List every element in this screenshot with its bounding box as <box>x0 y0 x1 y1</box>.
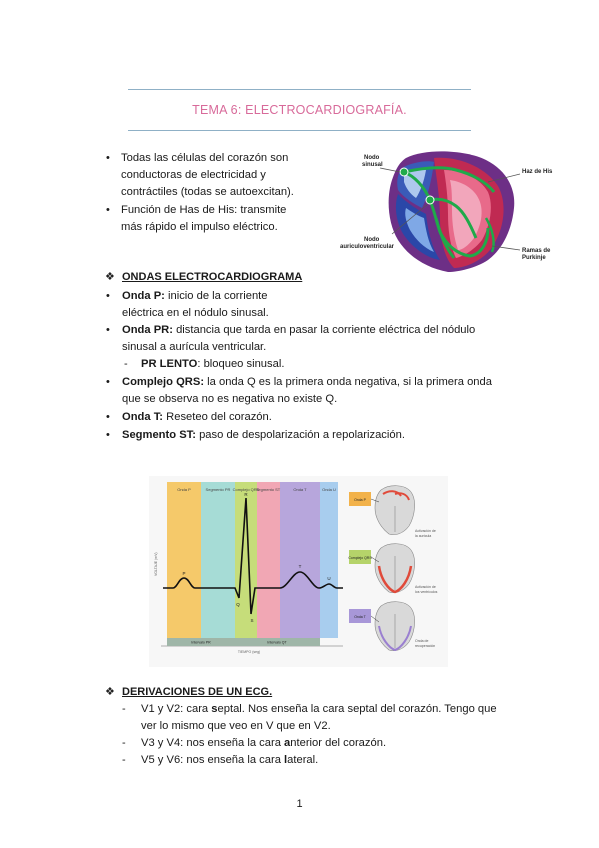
segmento-st-term: Segmento ST: <box>122 429 196 441</box>
heart-conduction-figure: Nodo sinusal Haz de His Nodo auriculoven… <box>336 148 562 274</box>
section-heading-ondas: ONDAS ELECTROCARDIOGRAMA <box>122 271 303 283</box>
band-segmento-st: Segmento ST <box>256 487 281 492</box>
onda-pr-line-2: sinusal a aurícula ventricular. <box>122 341 267 353</box>
title-bottom-rule <box>128 130 471 131</box>
intro-bullet-2-line-2: más rápido el impulso eléctrico. <box>121 221 278 233</box>
intro-bullet-1-line-1: Todas las células del corazón son <box>121 152 289 164</box>
wave-s-label: S <box>250 618 253 623</box>
page-title: TEMA 6: ELECTROCARDIOGRAFÍA. <box>192 103 407 117</box>
label-ramas-purkinje: Purkinje <box>522 255 546 261</box>
caption-recovery: Onda de <box>415 639 428 643</box>
label-nodo-sinusal: sinusal <box>362 162 383 168</box>
caption-atrial-activation: Activación de <box>415 529 436 533</box>
onda-t-term: Onda T: <box>122 411 164 423</box>
onda-t-line: Onda T: Reseteo del corazón. <box>122 409 272 426</box>
derivacion-v5-v6-bold: l <box>284 754 288 766</box>
diamond-bullet-icon: ❖ <box>105 686 115 698</box>
section-heading-derivaciones: DERIVACIONES DE UN ECG. <box>122 686 273 698</box>
pr-lento-desc: : bloqueo sinusal. <box>197 358 285 370</box>
wave-p-label: P <box>182 571 185 576</box>
label-haz-de-his: Haz de His <box>522 169 553 175</box>
segmento-st-line: Segmento ST: paso de despolarización a r… <box>122 427 405 444</box>
interval-pr-label: Intervalo PR <box>191 641 211 645</box>
dash-bullet: - <box>122 703 126 715</box>
band-onda-p: Onda P <box>177 487 191 492</box>
heart-atrial-activation-icon <box>374 485 415 536</box>
bullet-dot: • <box>106 152 110 164</box>
label-nodo-sinusal: Nodo <box>364 155 380 161</box>
onda-t-desc: Reseteo del corazón. <box>163 411 272 423</box>
bullet-dot: • <box>106 376 110 388</box>
onda-p-desc: inicio de la corriente <box>164 290 268 302</box>
derivacion-v1-v2-line-2: ver lo mismo que veo en V que en V2. <box>141 720 331 732</box>
tag-onda-p: Onda P <box>354 498 367 502</box>
pr-lento-term: PR LENTO <box>141 358 198 370</box>
bullet-dot: • <box>106 429 110 441</box>
qrs-desc: la onda Q es la primera onda negativa, s… <box>204 376 492 388</box>
band-onda-t: Onda T <box>293 487 307 492</box>
label-ramas-purkinje: Ramas de <box>522 248 551 254</box>
onda-pr-line-1: Onda PR: distancia que tarda en pasar la… <box>122 322 475 339</box>
bullet-dot: • <box>106 204 110 216</box>
y-axis-label: VOLTAJE (mV) <box>154 552 158 576</box>
page-number: 1 <box>296 798 303 810</box>
wave-r-label: R <box>244 492 248 497</box>
band-onda-u: Onda U <box>322 487 336 492</box>
segmento-st-desc: paso de despolarización a repolarización… <box>195 429 405 441</box>
derivacion-v3-v4-bold: a <box>284 737 291 749</box>
caption-ventricle-activation: Activación de <box>415 585 436 589</box>
ecg-waveform-figure: Onda P Segmento PR Complejo QRS Segmento… <box>149 476 448 667</box>
heart-recovery-icon <box>374 601 415 652</box>
derivacion-v3-v4-text: nterior del corazón. <box>290 737 387 749</box>
derivacion-v1-v2-line-1: V1 y V2: cara septal. Nos enseña la cara… <box>141 701 497 718</box>
derivacion-v5-v6-text: V5 y V6: nos enseña la cara <box>141 754 285 766</box>
heart-ventricle-activation-icon <box>374 543 415 594</box>
label-nodo-av: auriculoventricular <box>340 244 395 250</box>
tag-complejo-qrs: Complejo QRS <box>348 556 372 560</box>
wave-t-label: T <box>299 564 302 569</box>
intro-bullet-1-line-2: conductoras de electricidad y <box>121 169 266 181</box>
title-top-rule <box>128 89 471 90</box>
wave-u-label: U <box>327 576 330 581</box>
intro-bullet-1-line-3: contráctiles (todas se autoexcitan). <box>121 186 294 198</box>
onda-pr-term: Onda PR: <box>122 324 173 336</box>
derivacion-v5-v6-text: ateral. <box>287 754 319 766</box>
bullet-dot: • <box>106 290 110 302</box>
onda-p-term: Onda P: <box>122 290 165 302</box>
qrs-term: Complejo QRS: <box>122 376 205 388</box>
dash-bullet: - <box>122 737 126 749</box>
pr-lento-line: PR LENTO: bloqueo sinusal. <box>141 356 284 373</box>
diamond-bullet-icon: ❖ <box>105 271 115 283</box>
band-complejo-qrs: Complejo QRS <box>233 487 260 492</box>
derivacion-v1-v2-text: eptal. Nos enseña la cara septal del cor… <box>217 703 497 715</box>
caption-atrial-activation: la aurícula <box>415 534 431 538</box>
wave-q-label: Q <box>236 602 240 607</box>
bullet-dot: • <box>106 411 110 423</box>
qrs-line-2: que se observa no es negativa no existe … <box>122 393 338 405</box>
qrs-line-1: Complejo QRS: la onda Q es la primera on… <box>122 374 492 391</box>
derivacion-v1-v2-bold: s <box>211 703 218 715</box>
interval-qt-label: Intervalo QT <box>267 641 287 645</box>
onda-p-line-2: eléctrica en el nódulo sinusal. <box>122 307 269 319</box>
x-axis-label: TIEMPO (seg) <box>238 650 260 654</box>
onda-p-line-1: Onda P: inicio de la corriente <box>122 288 268 305</box>
tag-onda-t: Onda T <box>354 615 366 619</box>
intro-bullet-2-line-1: Función de Has de His: transmite <box>121 204 287 216</box>
derivacion-v5-v6-line: V5 y V6: nos enseña la cara lateral. <box>141 752 318 769</box>
derivacion-v3-v4-text: V3 y V4: nos enseña la cara <box>141 737 285 749</box>
dash-bullet: - <box>122 754 126 766</box>
dash-bullet: - <box>124 358 128 370</box>
label-nodo-av: Nodo <box>364 237 380 243</box>
caption-ventricle-activation: los ventrículos <box>415 590 438 594</box>
onda-pr-desc: distancia que tarda en pasar la corrient… <box>172 324 476 336</box>
derivacion-v1-v2-text: V1 y V2: cara <box>141 703 212 715</box>
derivacion-v3-v4-line: V3 y V4: nos enseña la cara anterior del… <box>141 735 386 752</box>
caption-recovery: recuperación <box>415 644 435 648</box>
bullet-dot: • <box>106 324 110 336</box>
band-segmento-pr: Segmento PR <box>206 487 231 492</box>
